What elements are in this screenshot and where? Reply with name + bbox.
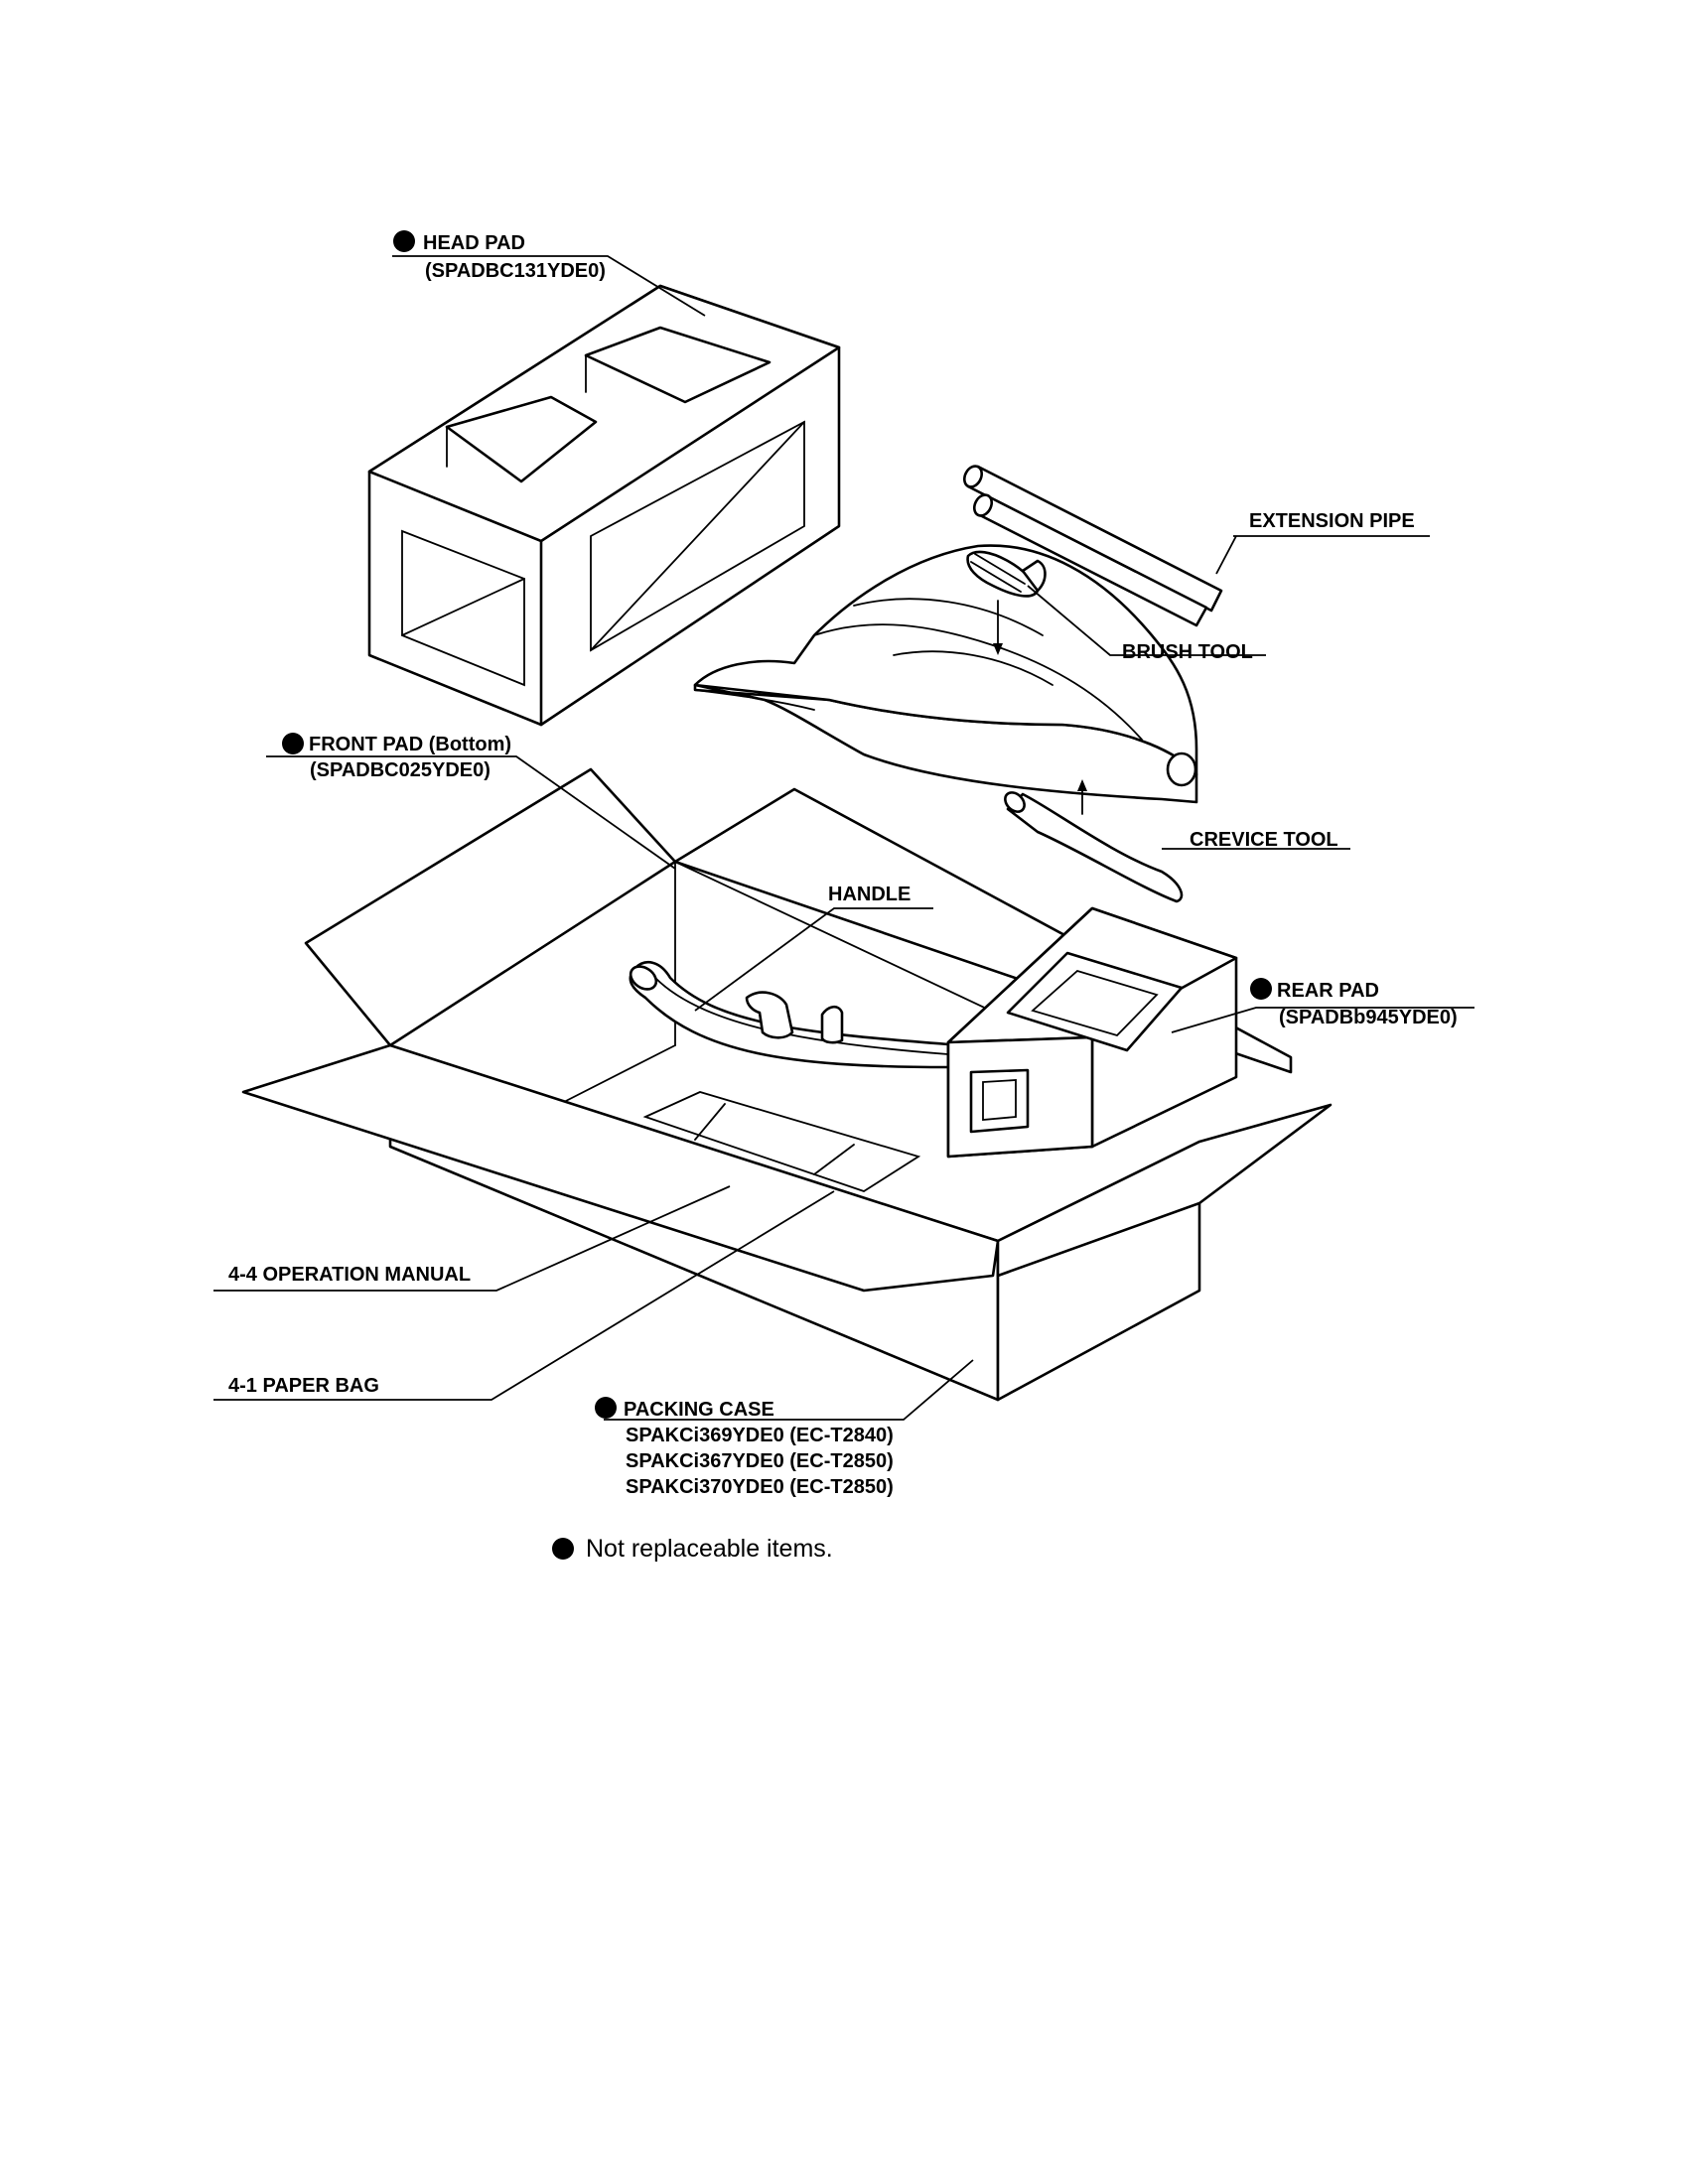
extension-pipe-label: EXTENSION PIPE xyxy=(1249,510,1415,532)
rear-pad-name: REAR PAD xyxy=(1277,980,1379,1002)
not-replaceable-marker-icon xyxy=(282,733,304,754)
paper-bag-label: 4-1 PAPER BAG xyxy=(228,1375,379,1397)
legend: Not replaceable items. xyxy=(552,1535,833,1563)
front-pad-code: (SPADBC025YDE0) xyxy=(310,759,491,781)
not-replaceable-marker-icon xyxy=(393,230,415,252)
handle-drawing xyxy=(629,960,950,1069)
head-pad-code: (SPADBC131YDE0) xyxy=(425,260,606,282)
rear-pad-label: REAR PAD (SPADBb945YDE0) xyxy=(1250,978,1458,1028)
handle-label: HANDLE xyxy=(828,884,911,905)
legend-text: Not replaceable items. xyxy=(586,1535,833,1563)
not-replaceable-marker-icon xyxy=(595,1397,617,1419)
head-pad-label: HEAD PAD (SPADBC131YDE0) xyxy=(393,230,606,282)
crevice-tool-drawing xyxy=(1004,791,1184,903)
packing-case-label: PACKING CASE SPAKCi369YDE0 (EC-T2840) SP… xyxy=(595,1397,894,1498)
operation-manual-label: 4-4 OPERATION MANUAL xyxy=(228,1264,471,1286)
packing-case-drawing xyxy=(241,767,1333,1402)
brush-tool-label: BRUSH TOOL xyxy=(1122,641,1253,663)
not-replaceable-marker-icon xyxy=(1250,978,1272,1000)
leader-lines xyxy=(213,255,1474,1421)
crevice-tool-label: CREVICE TOOL xyxy=(1190,829,1338,851)
extension-pipe-drawing xyxy=(962,465,1223,627)
packing-case-code: SPAKCi369YDE0 (EC-T2840) xyxy=(626,1425,894,1446)
front-pad-label: FRONT PAD (Bottom) (SPADBC025YDE0) xyxy=(282,733,511,781)
head-pad-name: HEAD PAD xyxy=(423,232,525,254)
head-pad-drawing xyxy=(367,284,841,727)
vacuum-cleaner-drawing xyxy=(693,544,1198,815)
front-pad-name: FRONT PAD (Bottom) xyxy=(309,734,511,755)
packing-case-name: PACKING CASE xyxy=(624,1399,774,1421)
not-replaceable-marker-icon xyxy=(552,1538,574,1560)
packing-case-code: SPAKCi367YDE0 (EC-T2850) xyxy=(626,1450,894,1472)
rear-pad-drawing xyxy=(946,906,1238,1159)
brush-tool-drawing xyxy=(966,550,1047,598)
packing-case-code: SPAKCi370YDE0 (EC-T2850) xyxy=(626,1476,894,1498)
rear-pad-code: (SPADBb945YDE0) xyxy=(1279,1007,1458,1028)
